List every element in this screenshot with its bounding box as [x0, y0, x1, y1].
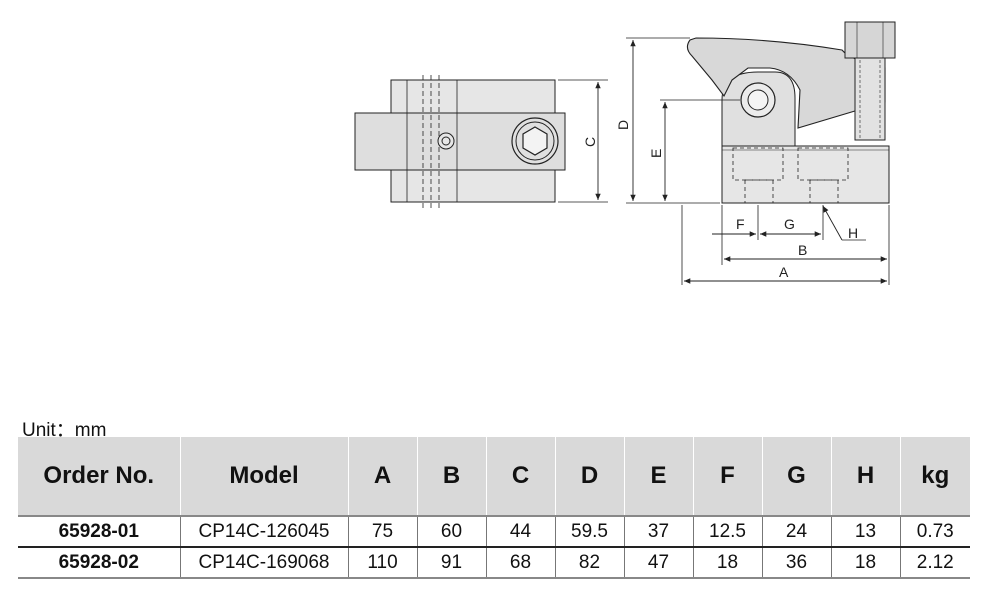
hex-socket-icon [522, 126, 548, 156]
dim-c-label: C [582, 137, 598, 147]
header-f: F [693, 437, 763, 516]
cell-b: 60 [417, 515, 487, 548]
header-g: G [762, 437, 832, 516]
dim-h-label: H [848, 225, 858, 241]
table-header-row: Order No. Model A B C D E F G H kg [18, 437, 970, 516]
clamp-screw-head [844, 21, 896, 59]
cell-e: 47 [624, 547, 694, 579]
cell-h: 13 [831, 515, 901, 548]
header-h: H [831, 437, 901, 516]
table-row: 65928-02 CP14C-169068 110 91 68 82 47 18… [18, 547, 970, 579]
cell-c: 68 [486, 547, 556, 579]
cell-order-no: 65928-01 [18, 515, 181, 548]
cell-f: 12.5 [693, 515, 763, 548]
top-view: C [354, 75, 608, 208]
spec-table: Order No. Model A B C D E F G H kg 65928… [18, 437, 970, 579]
dim-g-label: G [784, 216, 795, 232]
header-d: D [555, 437, 625, 516]
dim-e-label: E [648, 149, 664, 158]
cell-kg: 2.12 [900, 547, 970, 579]
dim-h-leader [822, 205, 843, 241]
side-view-base-block [721, 145, 890, 204]
cell-a: 110 [348, 547, 418, 579]
cell-d: 59.5 [555, 515, 625, 548]
cell-e: 37 [624, 515, 694, 548]
cell-kg: 0.73 [900, 515, 970, 548]
cell-c: 44 [486, 515, 556, 548]
cell-b: 91 [417, 547, 487, 579]
cell-order-no: 65928-02 [18, 547, 181, 579]
cell-d: 82 [555, 547, 625, 579]
header-order-no: Order No. [18, 437, 181, 516]
clamp-screw-shank [854, 57, 886, 141]
header-a: A [348, 437, 418, 516]
dim-b-label: B [798, 242, 807, 258]
header-model: Model [180, 437, 349, 516]
pivot-pin-circle [437, 132, 455, 150]
unit-label: Unit：mm [22, 420, 107, 441]
header-kg: kg [900, 437, 970, 516]
side-view: D E F G H B A [615, 21, 896, 285]
header-b: B [417, 437, 487, 516]
cell-model: CP14C-126045 [180, 515, 349, 548]
dim-f-label: F [736, 216, 745, 232]
header-c: C [486, 437, 556, 516]
cell-g: 36 [762, 547, 832, 579]
cell-h: 18 [831, 547, 901, 579]
clamp-technical-drawing: C D E [354, 21, 896, 285]
cell-model: CP14C-169068 [180, 547, 349, 579]
cell-a: 75 [348, 515, 418, 548]
cell-g: 24 [762, 515, 832, 548]
header-e: E [624, 437, 694, 516]
cell-f: 18 [693, 547, 763, 579]
dim-a-label: A [779, 264, 789, 280]
table-row: 65928-01 CP14C-126045 75 60 44 59.5 37 1… [18, 515, 970, 548]
dim-d-label: D [615, 120, 631, 130]
